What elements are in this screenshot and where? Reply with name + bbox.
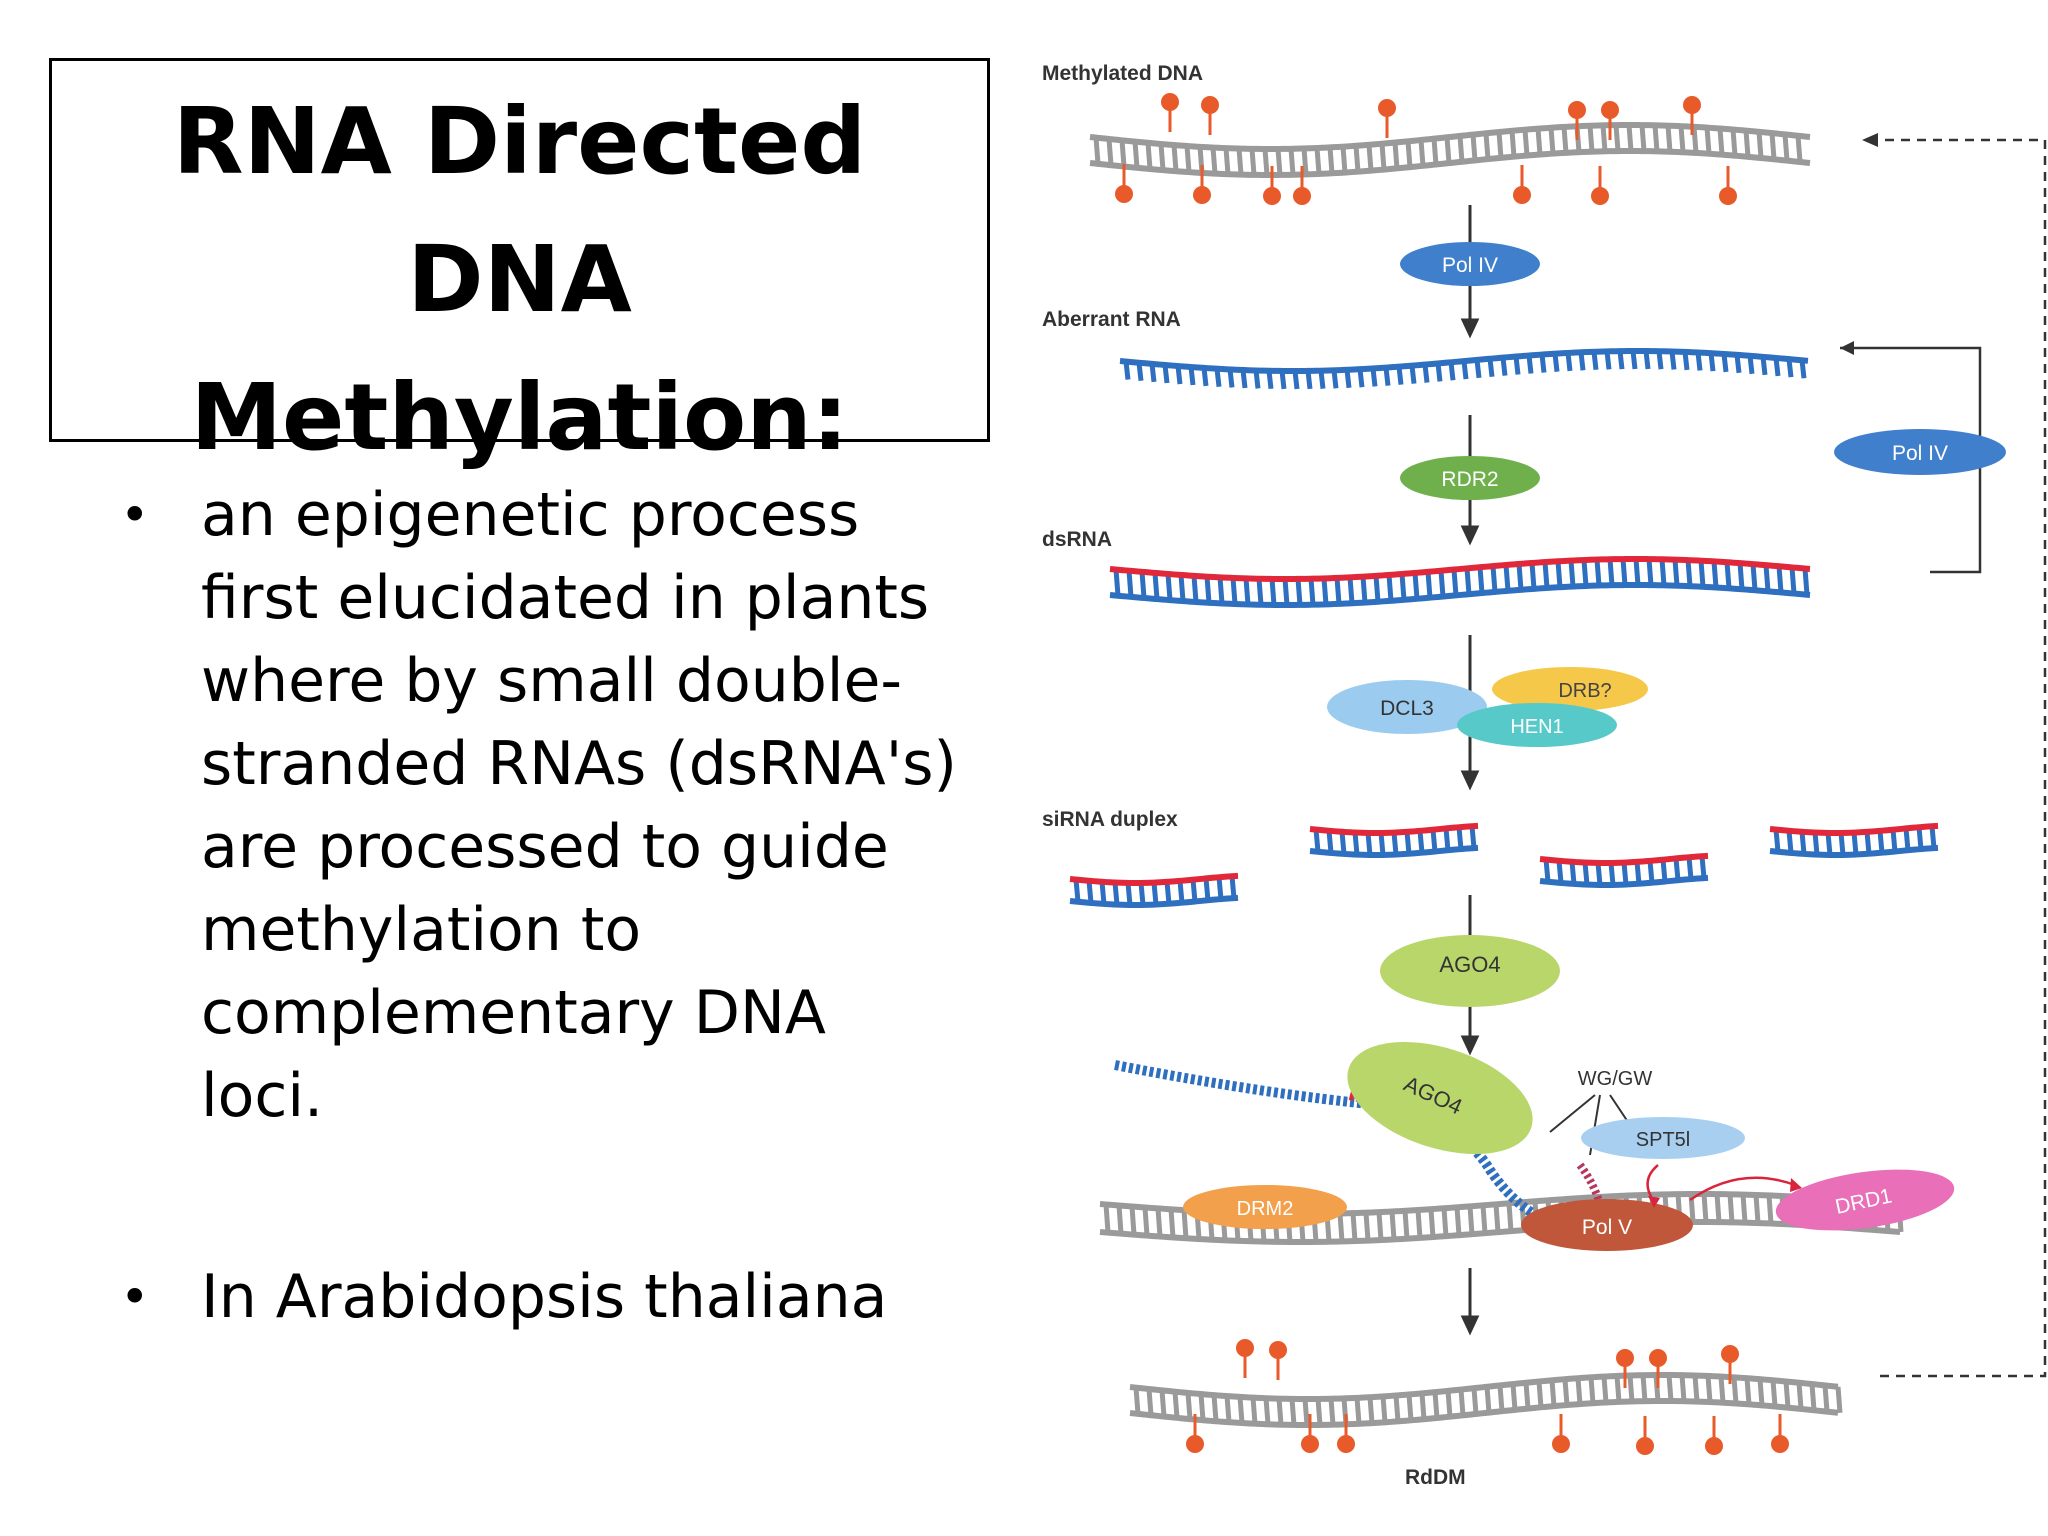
methyl-group-icon bbox=[1186, 1414, 1204, 1453]
methyl-group-icon bbox=[1636, 1416, 1654, 1455]
sirna-duplex-2 bbox=[1309, 822, 1479, 858]
rdr2-node: RDR2 bbox=[1400, 456, 1540, 500]
pol-v-label: Pol V bbox=[1582, 1216, 1632, 1239]
bullet-item-organism: • In Arabidopsis thaliana bbox=[120, 1256, 1000, 1339]
slide-title: RNA Directed DNA Methylation: bbox=[52, 61, 987, 487]
sirna-duplex-4 bbox=[1769, 822, 1939, 858]
label-aberrant-rna: Aberrant RNA bbox=[1042, 308, 1181, 331]
rdr2-label: RDR2 bbox=[1441, 468, 1498, 491]
methyl-group-icon bbox=[1552, 1414, 1570, 1453]
pol-iv-main-label: Pol IV bbox=[1442, 254, 1498, 277]
sirna-duplex-3 bbox=[1539, 852, 1709, 888]
label-sirna-duplex: siRNA duplex bbox=[1042, 808, 1178, 831]
methyl-group-icon bbox=[1721, 1345, 1739, 1384]
bullet-list: • an epigenetic process first elucidated… bbox=[120, 474, 1000, 1339]
hen1-label: HEN1 bbox=[1510, 716, 1563, 738]
pol-iv-main-node: Pol IV bbox=[1400, 242, 1540, 286]
pol-iv-loop-label: Pol IV bbox=[1892, 442, 1948, 465]
spt5l-label: SPT5l bbox=[1636, 1129, 1690, 1151]
methyl-group-icon bbox=[1193, 165, 1211, 204]
drb-label: DRB? bbox=[1558, 680, 1611, 702]
methyl-group-icon bbox=[1337, 1414, 1355, 1453]
methyl-group-icon bbox=[1601, 101, 1619, 140]
dcl3-label: DCL3 bbox=[1380, 697, 1434, 720]
bullet-icon: • bbox=[120, 1268, 150, 1326]
dicer-complex-node: DRB? DCL3 HEN1 bbox=[1327, 667, 1648, 747]
ago4-loading-label: AGO4 bbox=[1439, 952, 1500, 977]
bullet-line: are processed to guide bbox=[201, 812, 889, 882]
drm2-node: DRM2 bbox=[1183, 1185, 1347, 1229]
bullet-line: loci. bbox=[201, 1061, 324, 1131]
ago4-complex-node: AGO4 bbox=[1347, 1041, 1533, 1155]
methyl-group-icon bbox=[1263, 166, 1281, 205]
methyl-group-icon bbox=[1161, 93, 1179, 132]
methyl-group-icon bbox=[1649, 1349, 1667, 1388]
methyl-group-icon bbox=[1771, 1414, 1789, 1453]
ago4-loading-node: AGO4 bbox=[1380, 935, 1560, 1007]
spt5l-node: SPT5l bbox=[1581, 1117, 1745, 1159]
aberrant-rna-strand bbox=[1119, 348, 1809, 390]
rddm-feedback-loop bbox=[1880, 138, 2047, 1378]
methyl-group-icon bbox=[1115, 164, 1133, 203]
methyl-group-icon bbox=[1293, 166, 1311, 205]
bullet-line: an epigenetic process bbox=[201, 480, 860, 550]
bullet-line: methylation to bbox=[201, 895, 642, 965]
sirna-duplex-1 bbox=[1069, 872, 1239, 908]
bullet-icon: • bbox=[120, 486, 150, 544]
rddm-pathway-diagram: Methylated DNA Aberrant RNA dsRNA siRNA … bbox=[1042, 62, 2047, 1489]
flow-arrows bbox=[1460, 205, 1480, 1336]
methyl-group-icon bbox=[1719, 166, 1737, 205]
bullet-line: stranded RNAs (dsRNA's) bbox=[201, 729, 957, 799]
dsrna-strand bbox=[1109, 555, 1811, 609]
label-dsrna: dsRNA bbox=[1042, 528, 1112, 551]
methyl-group-icon bbox=[1591, 166, 1609, 205]
methyl-group-icon bbox=[1378, 99, 1396, 138]
pol-iv-loop-node: Pol IV bbox=[1834, 429, 2006, 475]
drm2-label: DRM2 bbox=[1237, 1198, 1294, 1220]
methyl-group-icon bbox=[1616, 1349, 1634, 1388]
methylated-dna-strand bbox=[1089, 121, 1811, 179]
methyl-group-icon bbox=[1301, 1414, 1319, 1453]
label-methylated-dna: Methylated DNA bbox=[1042, 62, 1203, 85]
label-rddm: RdDM bbox=[1405, 1466, 1466, 1489]
methyl-group-icon bbox=[1683, 96, 1701, 135]
bullet-line: complementary DNA bbox=[201, 978, 826, 1048]
title-line-2: Methylation: bbox=[190, 364, 849, 471]
methyl-group-icon bbox=[1705, 1416, 1723, 1455]
pol-v-node: Pol V bbox=[1521, 1199, 1693, 1251]
methyl-group-icon bbox=[1513, 165, 1531, 204]
bullet-item-definition: • an epigenetic process first elucidated… bbox=[120, 474, 1000, 1138]
drd1-node: DRD1 bbox=[1775, 1169, 1955, 1231]
bullet-line: first elucidated in plants bbox=[201, 563, 930, 633]
methyl-group-icon bbox=[1201, 96, 1219, 135]
methyl-group-icon bbox=[1269, 1341, 1287, 1380]
title-line-1: RNA Directed DNA bbox=[172, 88, 867, 333]
wg-gw-label: WG/GW bbox=[1578, 1068, 1653, 1090]
title-box: RNA Directed DNA Methylation: bbox=[49, 58, 990, 471]
methyl-group-icon bbox=[1568, 101, 1586, 140]
bullet-line: In Arabidopsis thaliana bbox=[201, 1262, 888, 1332]
methyl-group-icon bbox=[1236, 1339, 1254, 1378]
bullet-line: where by small double- bbox=[201, 646, 903, 716]
rddm-dna-strand bbox=[1129, 1371, 1843, 1428]
nascent-rna-strand bbox=[1114, 1060, 1567, 1233]
